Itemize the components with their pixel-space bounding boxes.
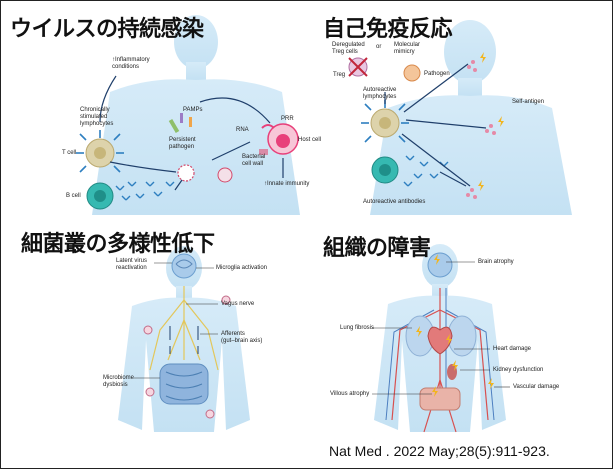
label-pathogen: Pathogen: [424, 71, 450, 78]
label-microbiome: Microbiome dysbiosis: [103, 375, 134, 389]
label-b-cell: B cell: [66, 193, 81, 200]
label-molecular-mimicry: Molecular mimicry: [394, 42, 420, 56]
label-chronically-stimulated: Chronically stimulated lymphocytes: [80, 107, 113, 128]
label-prr: PRR: [281, 116, 294, 123]
label-lung-fibrosis: Lung fibrosis: [340, 325, 374, 332]
label-afferents: Afferents (gut–brain axis): [221, 331, 262, 345]
citation: Nat Med . 2022 May;28(5):911-923.: [329, 443, 550, 459]
label-innate-immunity: ↑Innate immunity: [264, 181, 309, 188]
label-deregulated-treg: Deregulated Treg cells: [332, 42, 365, 56]
panel-title-dysbiosis: 細菌叢の多様性低下: [21, 226, 215, 258]
label-t-cell: T cell: [62, 150, 76, 157]
label-vascular-damage: Vascular damage: [513, 384, 559, 391]
label-treg: Treg: [333, 72, 345, 79]
panel-title-autoimmunity: 自己免疫反応: [323, 11, 452, 43]
label-microglia: Microglia activation: [216, 265, 267, 272]
label-autoreactive-antibodies: Autoreactive antibodies: [363, 199, 425, 206]
label-inflammatory-conditions: ↑Inflammatory conditions: [112, 57, 150, 71]
label-brain-atrophy: Brain atrophy: [478, 259, 514, 266]
label-heart-damage: Heart damage: [493, 346, 531, 353]
panel-title-tissue-damage: 組織の障害: [323, 230, 431, 262]
label-latent-virus: Latent virus reactivation: [116, 258, 147, 272]
label-villous-atrophy: Villous atrophy: [330, 391, 369, 398]
label-autoreactive-lymphocytes: Autoreactive lymphocytes: [363, 87, 396, 101]
label-bacterial-cell-wall: Bacterial cell wall: [242, 154, 265, 168]
label-vagus: Vagus nerve: [221, 301, 254, 308]
label-pamps: PAMPs: [183, 107, 203, 114]
label-persistent-pathogen: Persistent pathogen: [169, 137, 196, 151]
label-or: or: [376, 44, 381, 51]
label-self-antigen: Self-antigen: [512, 99, 544, 106]
panel-title-viral-persistence: ウイルスの持続感染: [10, 11, 204, 43]
label-kidney-dysfunction: Kidney dysfunction: [493, 367, 543, 374]
label-host-cell: Host cell: [298, 137, 321, 144]
label-rna: RNA: [236, 127, 249, 134]
